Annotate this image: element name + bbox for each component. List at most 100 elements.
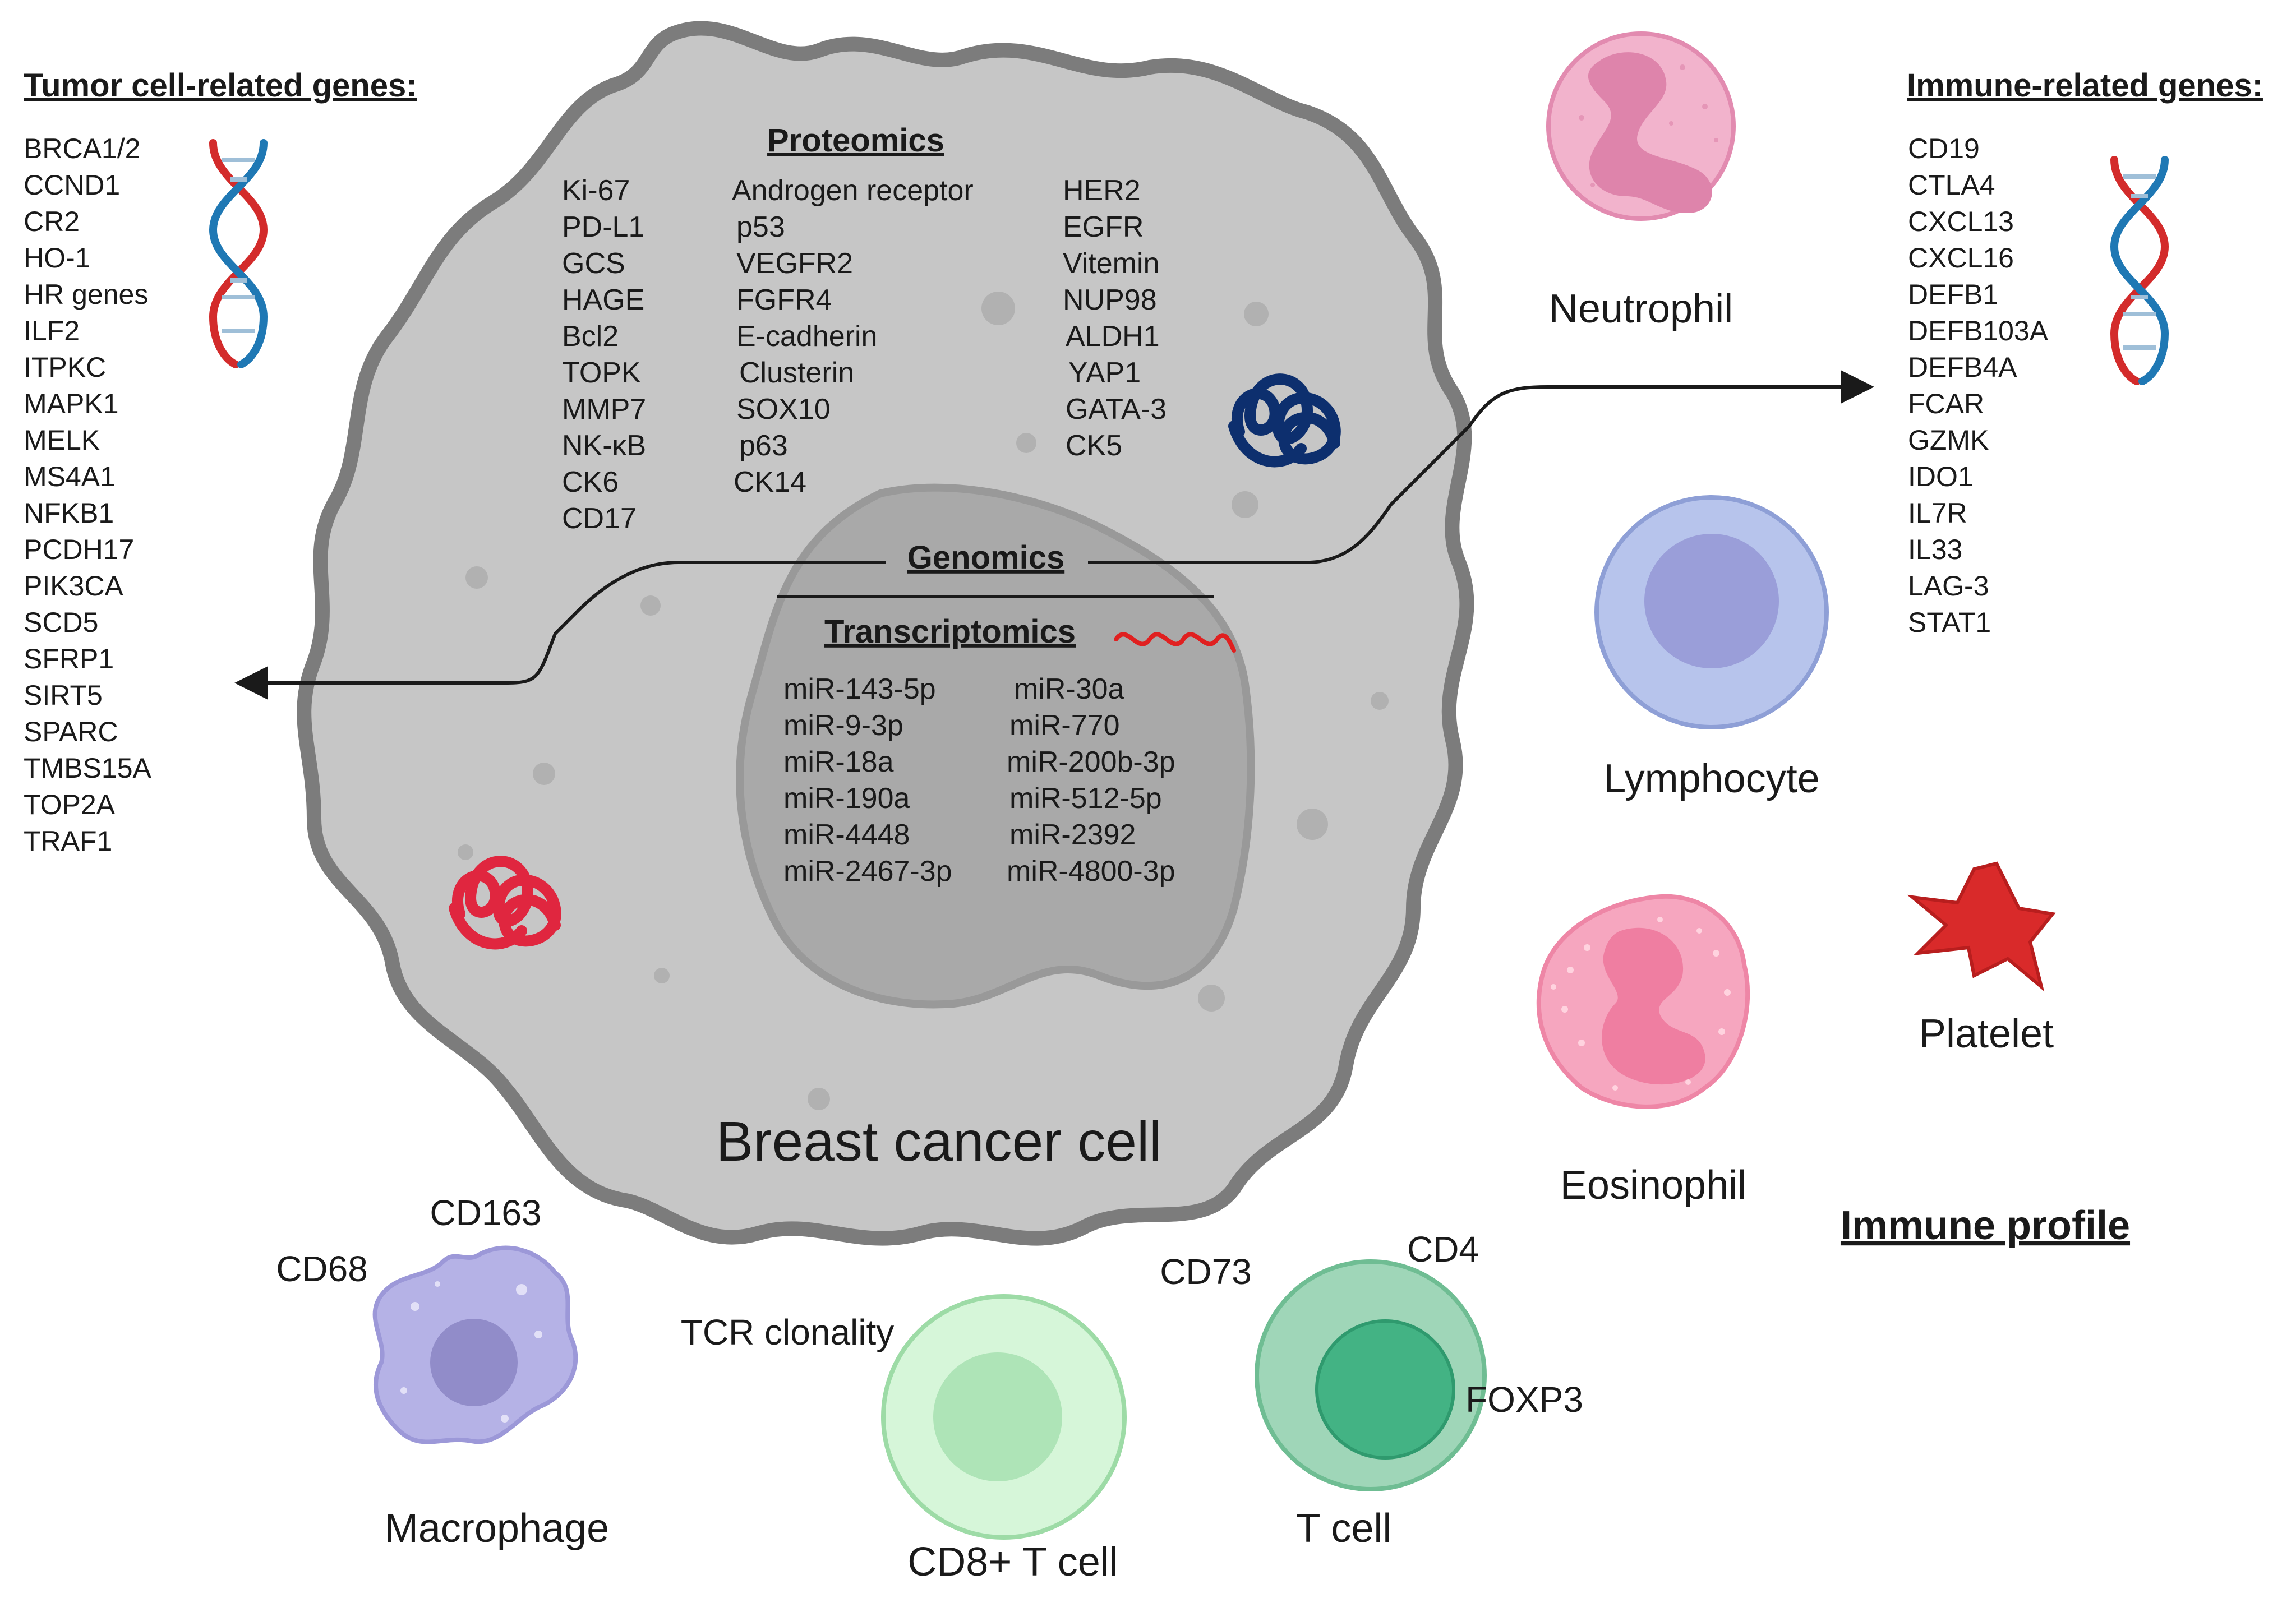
protein-item: GCS — [562, 247, 625, 280]
protein-icon-blue — [1228, 373, 1341, 468]
mirna-item: miR-30a — [1014, 673, 1124, 705]
tumor-gene-item: ITPKC — [24, 352, 106, 383]
tumor-gene-item: NFKB1 — [24, 497, 114, 529]
proteomics-col3: HER2 EGFR Vitemin NUP98 ALDH1 YAP1 GATA-… — [1063, 174, 1167, 462]
immune-profile-title: Immune profile — [1841, 1203, 2130, 1248]
mirna-item: miR-2392 — [1009, 819, 1136, 851]
protein-item: HER2 — [1063, 174, 1141, 207]
immune-gene-item: CXCL13 — [1908, 206, 2014, 237]
tumor-genes-list: BRCA1/2 CCND1 CR2 HO-1 HR genes ILF2 ITP… — [24, 133, 152, 857]
arrow-to-immune-genes — [1088, 370, 1874, 564]
tcr-clonality-marker: TCR clonality — [681, 1312, 895, 1352]
tumor-gene-item: CCND1 — [24, 169, 120, 201]
cd163-marker: CD163 — [430, 1193, 541, 1233]
dna-icon-left — [209, 139, 268, 368]
neutrophil-cell — [1546, 31, 1736, 221]
tumor-gene-item: HO-1 — [24, 242, 90, 274]
protein-item: p63 — [739, 429, 788, 462]
protein-item: EGFR — [1063, 211, 1144, 243]
arrow-to-tumor-genes — [234, 561, 886, 700]
lymphocyte-label: Lymphocyte — [1603, 756, 1820, 801]
mirna-item: miR-18a — [783, 746, 894, 778]
genomics-title: Genomics — [907, 539, 1064, 576]
protein-item: Ki-67 — [562, 174, 630, 207]
transcriptomics-col1: miR-143-5p miR-9-3p miR-18a miR-190a miR… — [783, 673, 952, 888]
tumor-gene-item: ILF2 — [24, 315, 80, 347]
protein-item: ALDH1 — [1066, 320, 1160, 353]
protein-item: E-cadherin — [736, 320, 877, 353]
tumor-gene-item: MS4A1 — [24, 461, 116, 492]
immune-gene-item: IL7R — [1908, 497, 1967, 529]
tumor-gene-item: PIK3CA — [24, 570, 124, 602]
immune-gene-item: CTLA4 — [1908, 169, 1995, 201]
cd4-marker: CD4 — [1407, 1229, 1479, 1269]
t-cell-label: T cell — [1296, 1506, 1392, 1551]
immune-genes-list: CD19 CTLA4 CXCL13 CXCL16 DEFB1 DEFB103A … — [1908, 133, 2049, 638]
mirna-item: miR-200b-3p — [1007, 746, 1175, 778]
mirna-item: miR-512-5p — [1009, 782, 1162, 815]
immune-gene-item: STAT1 — [1908, 607, 1991, 638]
tumor-gene-item: MELK — [24, 424, 100, 456]
protein-item: VEGFR2 — [736, 247, 853, 280]
transcriptomics-col2: miR-30a miR-770 miR-200b-3p miR-512-5p m… — [1007, 673, 1175, 888]
protein-item: SOX10 — [736, 393, 831, 426]
breast-cancer-cell-label: Breast cancer cell — [716, 1110, 1162, 1173]
eosinophil-label: Eosinophil — [1560, 1163, 1746, 1208]
tumor-gene-item: MAPK1 — [24, 388, 119, 419]
proteomics-title: Proteomics — [767, 122, 944, 159]
tumor-gene-item: TOP2A — [24, 789, 116, 820]
tumor-gene-item: PCDH17 — [24, 534, 134, 565]
transcriptomics-title: Transcriptomics — [824, 613, 1076, 650]
mirna-item: miR-770 — [1009, 709, 1120, 742]
nucleus — [736, 483, 1255, 1009]
protein-item: YAP1 — [1068, 357, 1141, 389]
dna-icon-right — [2110, 156, 2169, 385]
protein-item: Bcl2 — [562, 320, 619, 353]
tumor-gene-item: SCD5 — [24, 607, 98, 638]
immune-gene-item: CXCL16 — [1908, 242, 2014, 274]
tumor-gene-item: BRCA1/2 — [24, 133, 140, 164]
protein-item: Clusterin — [739, 357, 854, 389]
mirna-item: miR-4448 — [783, 819, 910, 851]
tumor-gene-item: CR2 — [24, 206, 80, 237]
immune-gene-item: CD19 — [1908, 133, 1980, 164]
platelet-label: Platelet — [1919, 1012, 2054, 1056]
tumor-gene-item: TRAF1 — [24, 825, 112, 857]
cd73-marker: CD73 — [1160, 1251, 1252, 1292]
cytoplasm-granules — [458, 292, 1389, 1110]
protein-item: CD17 — [562, 502, 637, 535]
immune-gene-item: DEFB103A — [1908, 315, 2049, 347]
neutrophil-label: Neutrophil — [1549, 287, 1733, 331]
rna-icon — [1114, 632, 1236, 653]
protein-item: HAGE — [562, 284, 644, 316]
protein-item: TOPK — [562, 357, 641, 389]
tumor-genes-title: Tumor cell-related genes: — [24, 67, 417, 104]
protein-item: Androgen receptor — [732, 174, 974, 207]
cd8-t-cell-label: CD8+ T cell — [907, 1540, 1118, 1585]
protein-item: CK14 — [734, 466, 806, 498]
tumor-gene-item: HR genes — [24, 279, 148, 310]
immune-gene-item: FCAR — [1908, 388, 1984, 419]
lymphocyte-cell — [1594, 495, 1829, 729]
mirna-item: miR-4800-3p — [1007, 855, 1175, 888]
protein-item: p53 — [736, 211, 785, 243]
protein-item: PD-L1 — [562, 211, 644, 243]
tumor-gene-item: TMBS15A — [24, 752, 152, 784]
immune-gene-item: DEFB4A — [1908, 352, 2017, 383]
protein-item: MMP7 — [562, 393, 646, 426]
protein-item: FGFR4 — [736, 284, 832, 316]
eosinophil-cell — [1536, 894, 1750, 1109]
immune-gene-item: LAG-3 — [1908, 570, 1989, 602]
protein-item: GATA-3 — [1066, 393, 1167, 426]
protein-item: NUP98 — [1063, 284, 1157, 316]
macrophage-label: Macrophage — [385, 1506, 609, 1551]
immune-gene-item: GZMK — [1908, 424, 1989, 456]
mirna-item: miR-190a — [783, 782, 910, 815]
tumor-gene-item: SPARC — [24, 716, 118, 747]
immune-genes-title: Immune-related genes: — [1907, 67, 2263, 104]
cd68-marker: CD68 — [276, 1249, 368, 1289]
protein-item: CK6 — [562, 466, 619, 498]
mirna-item: miR-143-5p — [783, 673, 936, 705]
cd8-t-cell — [881, 1294, 1127, 1540]
